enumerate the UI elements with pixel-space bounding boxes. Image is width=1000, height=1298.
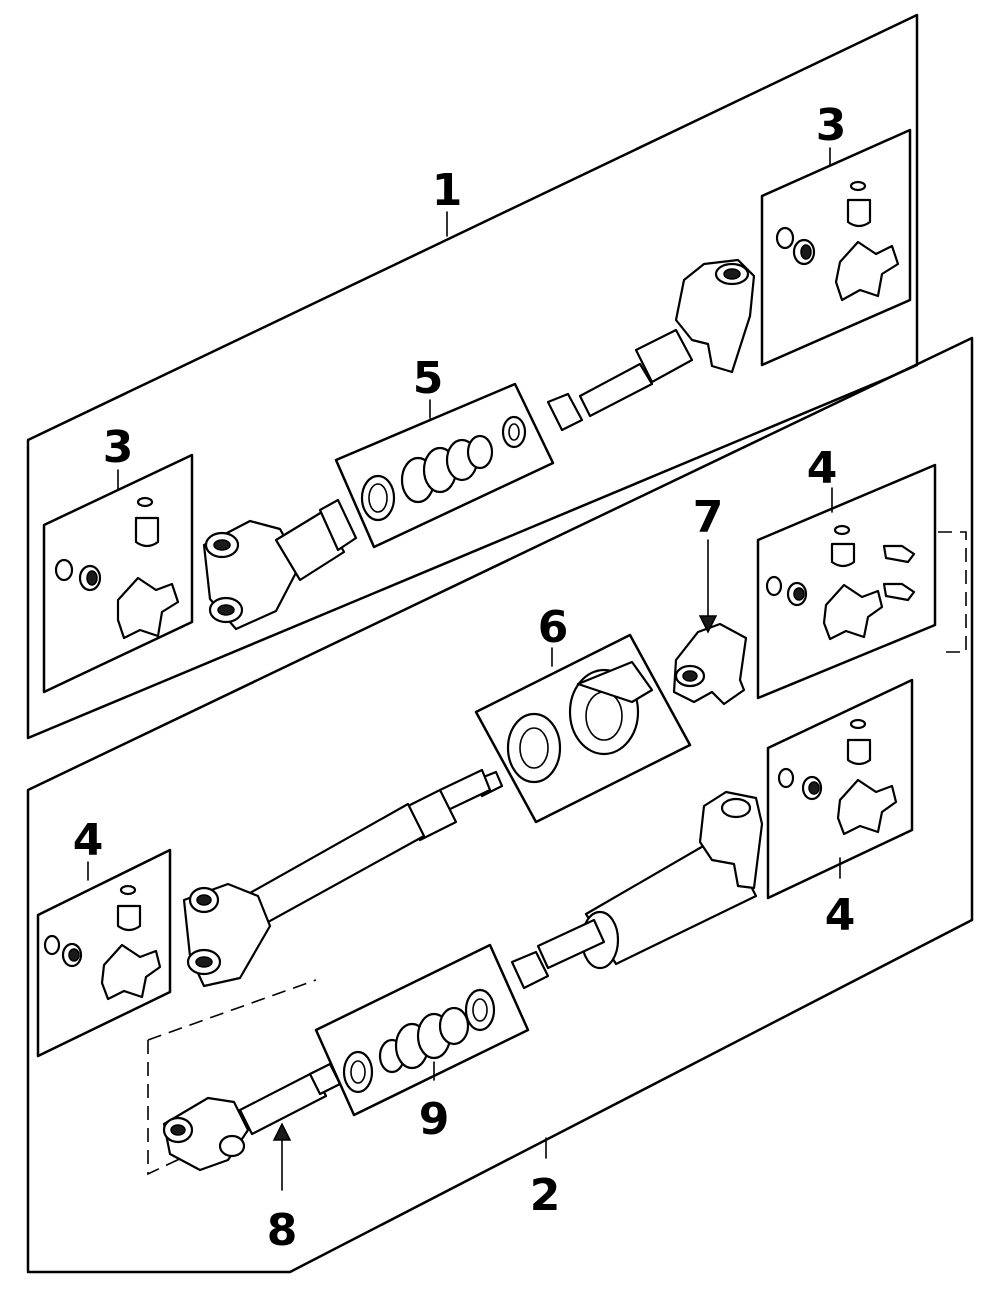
assembly-2-outline: [26, 336, 974, 1274]
shaft-8-subassembly: [147, 979, 342, 1176]
center-yoke-7: [672, 622, 748, 706]
callout-6: 6: [538, 602, 569, 653]
callout-7: 7: [693, 492, 724, 543]
callout-4-left: 4: [73, 815, 104, 866]
callout-3-right: 3: [816, 100, 847, 151]
assembly-1-outline: [26, 13, 919, 740]
callout-2: 2: [530, 1170, 561, 1221]
upper-drive-shaft: [202, 258, 756, 631]
callout-8: 8: [267, 1205, 298, 1256]
lower-front-shaft: [182, 768, 504, 988]
callout-3-left: 3: [103, 422, 134, 473]
callout-1: 1: [432, 165, 463, 216]
kit-box-5: [334, 382, 555, 549]
kit-box-9: [314, 943, 530, 1117]
callout-5: 5: [413, 353, 444, 404]
lower-rear-shaft: [510, 790, 764, 990]
kit-box-6: [474, 633, 692, 824]
callout-4-upper-right: 4: [807, 443, 838, 494]
callout-9: 9: [419, 1094, 450, 1145]
kit-box-4-upper-right: [756, 463, 967, 700]
leader-lines: [87, 147, 841, 1191]
kit-box-4-left: [36, 848, 172, 1058]
callout-labels: 1 3 3 5 4 7 6 4 4 9 2 8: [73, 100, 856, 1256]
kit-box-3-right: [760, 128, 912, 367]
kit-box-4-lower-right: [766, 678, 914, 900]
kit-box-3-left: [42, 453, 194, 694]
callout-4-lower-right: 4: [825, 890, 856, 941]
